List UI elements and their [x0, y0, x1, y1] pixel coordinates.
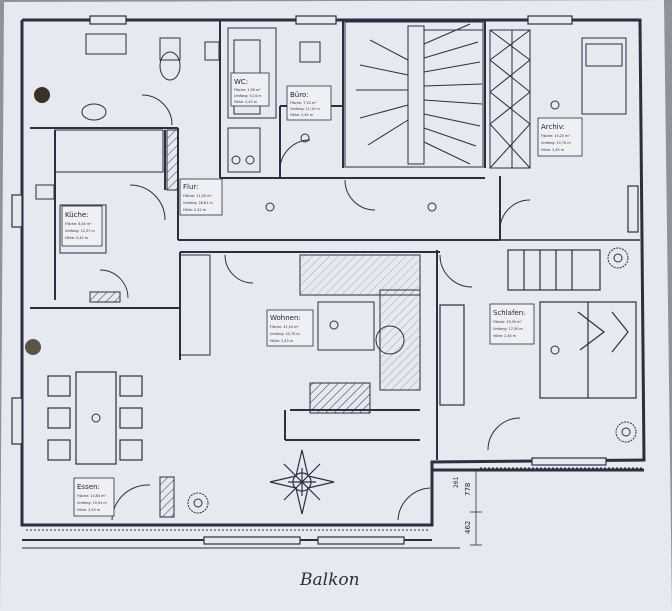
archive-shelving [489, 29, 627, 169]
svg-text:Fläche: 19,39 m²: Fläche: 19,39 m² [493, 320, 522, 324]
room-name: Flur: [183, 183, 199, 191]
dimension-side: 261 [453, 476, 460, 488]
room-label-flur: Flur: Fläche: 11,00 m² Umfang: 28,61 m H… [179, 178, 223, 216]
windows [11, 15, 639, 545]
svg-text:Umfang: 12,57 m: Umfang: 12,57 m [65, 229, 95, 233]
punch-hole [25, 339, 41, 355]
room-name: Essen: [77, 483, 100, 491]
hatched-walls [89, 129, 371, 518]
svg-text:Fläche: 14,84 m²: Fläche: 14,84 m² [77, 494, 106, 498]
room-label-wc: WC: Fläche: 1,56 m² Umfang: 5,14 m Höhe:… [230, 72, 270, 107]
svg-text:Fläche: 11,00 m²: Fläche: 11,00 m² [183, 194, 212, 198]
room-name: Schlafen: [493, 309, 526, 317]
staircase [344, 21, 484, 168]
svg-text:Höhe: 2,43 m: Höhe: 2,43 m [234, 100, 258, 104]
svg-text:Fläche: 8,40 m²: Fläche: 8,40 m² [65, 222, 92, 226]
svg-text:Höhe: 2,42 m: Höhe: 2,42 m [290, 113, 314, 117]
svg-text:Umfang: 5,14 m: Umfang: 5,14 m [234, 94, 262, 98]
svg-text:Umfang: 22,70 m: Umfang: 22,70 m [270, 332, 300, 336]
room-name: Büro: [290, 91, 309, 99]
svg-text:Umfang: 17,50 m: Umfang: 17,50 m [493, 327, 523, 331]
svg-text:Höhe: 2,43 m: Höhe: 2,43 m [77, 508, 101, 512]
dining-set [47, 371, 143, 465]
room-label-archiv: Archiv: Fläche: 14,20 m² Umfang: 15,70 m… [537, 117, 583, 157]
svg-text:Umfang: 28,61 m: Umfang: 28,61 m [183, 201, 213, 205]
svg-text:Fläche: 7,20 m²: Fläche: 7,20 m² [290, 101, 317, 105]
svg-text:Fläche: 1,56 m²: Fläche: 1,56 m² [234, 88, 261, 92]
room-label-kueche: Küche: Fläche: 8,40 m² Umfang: 12,57 m H… [61, 205, 103, 247]
compass-rose-icon [269, 449, 335, 515]
dimension-lower: 462 [464, 521, 472, 534]
svg-text:Umfang: 11,10 m: Umfang: 11,10 m [290, 107, 320, 111]
dimension-upper: 778 [464, 483, 472, 496]
bedroom-furniture [439, 249, 637, 406]
kitchen-counters [35, 129, 164, 254]
svg-text:Höhe: 2,45 m: Höhe: 2,45 m [541, 148, 565, 152]
svg-text:Höhe: 2,44 m: Höhe: 2,44 m [493, 334, 517, 338]
punch-hole [34, 87, 50, 103]
balcony-label: Balkon [299, 570, 360, 590]
svg-text:Umfang: 15,70 m: Umfang: 15,70 m [541, 141, 571, 145]
room-label-wohnen: Wohnen: Fläche: 31,54 m² Umfang: 22,70 m… [266, 309, 314, 347]
room-name: Archiv: [541, 123, 565, 131]
dimension-lines [470, 469, 482, 546]
svg-text:Fläche: 31,54 m²: Fläche: 31,54 m² [270, 325, 299, 329]
svg-text:Umfang: 15,91 m: Umfang: 15,91 m [77, 501, 107, 505]
svg-text:Höhe: 2,43 m: Höhe: 2,43 m [270, 339, 294, 343]
svg-text:Fläche: 14,20 m²: Fläche: 14,20 m² [541, 134, 570, 138]
svg-text:Höhe: 2,42 m: Höhe: 2,42 m [183, 208, 207, 212]
room-name: Küche: [65, 211, 89, 219]
door-swings [99, 94, 531, 521]
balcony-railing [26, 467, 644, 531]
living-furniture [179, 254, 421, 391]
room-name: WC: [234, 78, 248, 86]
wc-fixtures [81, 27, 321, 173]
room-label-schlafen: Schlafen: Fläche: 19,39 m² Umfang: 17,50… [489, 303, 535, 345]
room-label-essen: Essen: Fläche: 14,84 m² Umfang: 15,91 m … [73, 477, 115, 517]
plant-symbols [187, 247, 637, 514]
room-label-buero: Büro: Fläche: 7,20 m² Umfang: 11,10 m Hö… [286, 85, 332, 121]
room-name: Wohnen: [270, 314, 301, 322]
svg-text:Höhe: 2,42 m: Höhe: 2,42 m [65, 236, 89, 240]
